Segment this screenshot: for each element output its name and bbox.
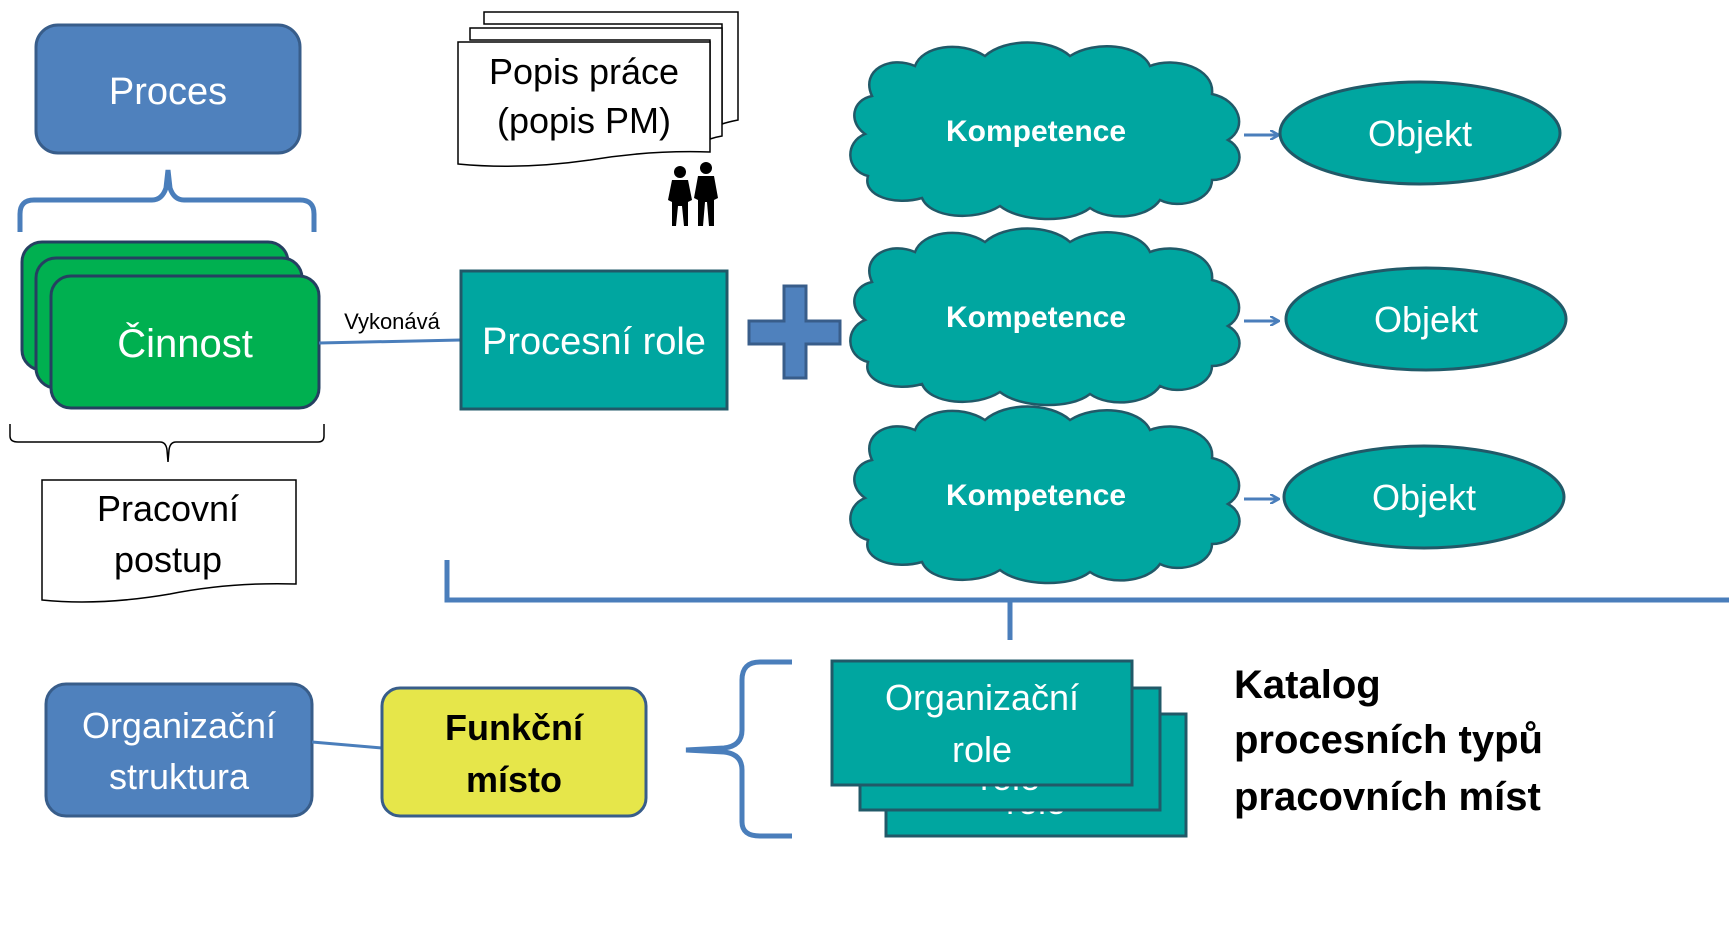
functional-place-line2: místo xyxy=(466,759,562,800)
catalog-line2: procesních typů xyxy=(1234,718,1543,762)
object-label: Objekt xyxy=(1372,477,1476,518)
competence-row: Kompetence Objekt xyxy=(849,405,1566,585)
functional-place-line1: Funkční xyxy=(445,707,584,748)
functional-place-box: Funkční místo xyxy=(380,686,648,818)
competence-cloud xyxy=(849,227,1241,407)
plus-icon xyxy=(747,284,842,380)
job-description-line1: Popis práce xyxy=(489,51,679,92)
org-role-brace xyxy=(685,659,792,839)
activity-label: Činnost xyxy=(117,321,253,366)
work-procedure-line1: Pracovní xyxy=(97,488,239,529)
performs-connector xyxy=(318,338,462,345)
competence-row: Kompetence Objekt xyxy=(849,227,1568,407)
process-label: Proces xyxy=(109,71,227,113)
org-structure-line1: Organizační xyxy=(82,705,276,746)
org-connector xyxy=(311,740,383,750)
work-procedure-line2: postup xyxy=(114,539,222,580)
org-role-line1: Organizační xyxy=(885,677,1079,718)
process-role-box: Procesní role xyxy=(459,269,729,411)
object-ellipse xyxy=(1284,266,1568,372)
org-role-line2: role xyxy=(952,729,1012,770)
object-label: Objekt xyxy=(1368,113,1472,154)
competence-row: Kompetence Objekt xyxy=(849,41,1562,221)
org-structure-line2: struktura xyxy=(109,756,250,797)
object-ellipse xyxy=(1282,444,1566,550)
performs-label: Vykonává xyxy=(344,309,441,334)
competence-label: Kompetence xyxy=(946,115,1126,148)
competence-cloud xyxy=(849,405,1241,585)
catalog-line3: pracovních míst xyxy=(1234,775,1541,819)
process-brace xyxy=(17,169,317,232)
activity-stack: Činnost xyxy=(20,240,321,410)
people-icon xyxy=(668,162,718,226)
job-description-document: Popis práce (popis PM) xyxy=(457,11,739,167)
process-box: Proces xyxy=(34,23,302,155)
job-description-line2: (popis PM) xyxy=(497,100,671,141)
org-structure-box: Organizační struktura xyxy=(44,682,314,818)
process-role-label: Procesní role xyxy=(482,321,706,363)
competence-cloud xyxy=(849,41,1241,221)
catalog-line1: Katalog xyxy=(1234,663,1381,707)
object-ellipse xyxy=(1278,80,1562,186)
catalog-title: Katalog procesních typů pracovních míst xyxy=(1234,663,1543,819)
work-procedure-document: Pracovní postup xyxy=(41,479,297,603)
activity-brace xyxy=(9,424,325,463)
role-group-bracket xyxy=(444,560,1729,640)
competence-label: Kompetence xyxy=(946,301,1126,334)
object-label: Objekt xyxy=(1374,299,1478,340)
org-role-stack: role role Organizační role xyxy=(830,659,1188,838)
competence-label: Kompetence xyxy=(946,479,1126,512)
org-role-box xyxy=(830,659,1134,787)
